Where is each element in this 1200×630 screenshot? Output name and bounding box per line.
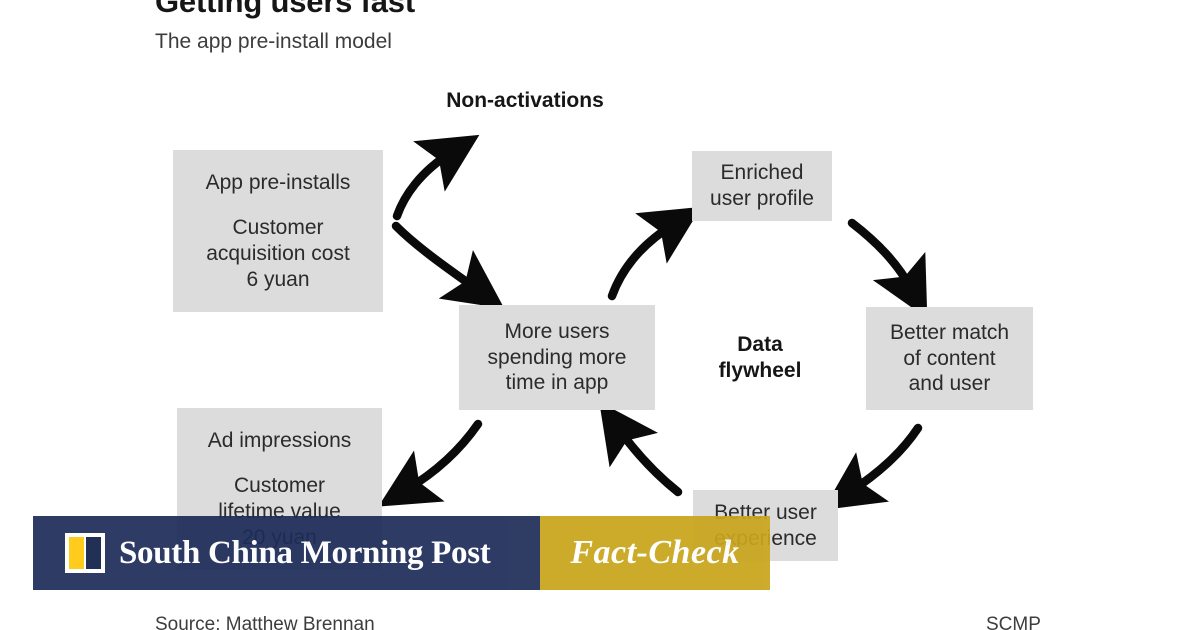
page-subtitle: The app pre-install model (155, 30, 392, 53)
box-app-pre-installs: App pre-installs Customer acquisition co… (173, 150, 383, 312)
label-data-flywheel: Data flywheel (675, 332, 845, 385)
logo-yellow-square (69, 537, 84, 569)
arrow-better-experience-to-more-users (599, 401, 683, 497)
arrow-preinstalls-to-nonactivations (392, 134, 480, 221)
arrow-better-match-to-better-experience (823, 423, 923, 510)
enriched-profile-line-2: user profile (710, 187, 814, 210)
better-match-line-1: Better match (889, 321, 1010, 345)
scmp-watermark-banner: South China Morning Post Fact-Check (33, 516, 770, 590)
app-preinstalls-line-2: Customer (232, 216, 324, 240)
box-better-match: Better match of content and user (866, 307, 1033, 410)
flywheel-line-2: flywheel (718, 359, 802, 383)
scmp-brand-block: South China Morning Post (33, 516, 540, 590)
arrow-more-users-to-ad-impressions (378, 419, 483, 507)
fact-check-label: Fact-Check (570, 534, 740, 571)
page-title: Getting users fast (155, 0, 415, 19)
more-users-line-2: spending more (487, 345, 627, 369)
scmp-publication-name: South China Morning Post (119, 534, 491, 571)
arrow-more-users-to-enriched-profile (607, 206, 702, 301)
app-preinstalls-line-1: App pre-installs (205, 170, 351, 194)
ad-impressions-line-2: Customer (233, 474, 326, 498)
app-preinstalls-line-4: 6 yuan (246, 267, 310, 291)
enriched-profile-line-1: Enriched (720, 161, 804, 185)
arrow-enriched-profile-to-better-match (847, 218, 928, 319)
scmp-logo-icon (65, 533, 105, 573)
more-users-line-3: time in app (505, 371, 609, 395)
app-preinstalls-line-3: acquisition cost (206, 242, 350, 265)
label-non-activations: Non-activations (446, 89, 604, 112)
better-match-line-3: and user (908, 372, 991, 396)
box-more-users: More users spending more time in app (459, 305, 655, 410)
ad-impressions-line-1: Ad impressions (207, 428, 352, 452)
credit-note: SCMP (986, 614, 1041, 630)
better-match-line-2: of content (903, 346, 996, 370)
box-enriched-user-profile: Enriched user profile (692, 151, 832, 221)
arrow-preinstalls-to-more-users (391, 221, 505, 309)
flywheel-line-1: Data (737, 333, 783, 356)
logo-navy-square (86, 537, 101, 569)
source-note: Source: Matthew Brennan (155, 614, 375, 630)
fact-check-block: Fact-Check (540, 516, 770, 590)
more-users-line-1: More users (504, 320, 610, 344)
